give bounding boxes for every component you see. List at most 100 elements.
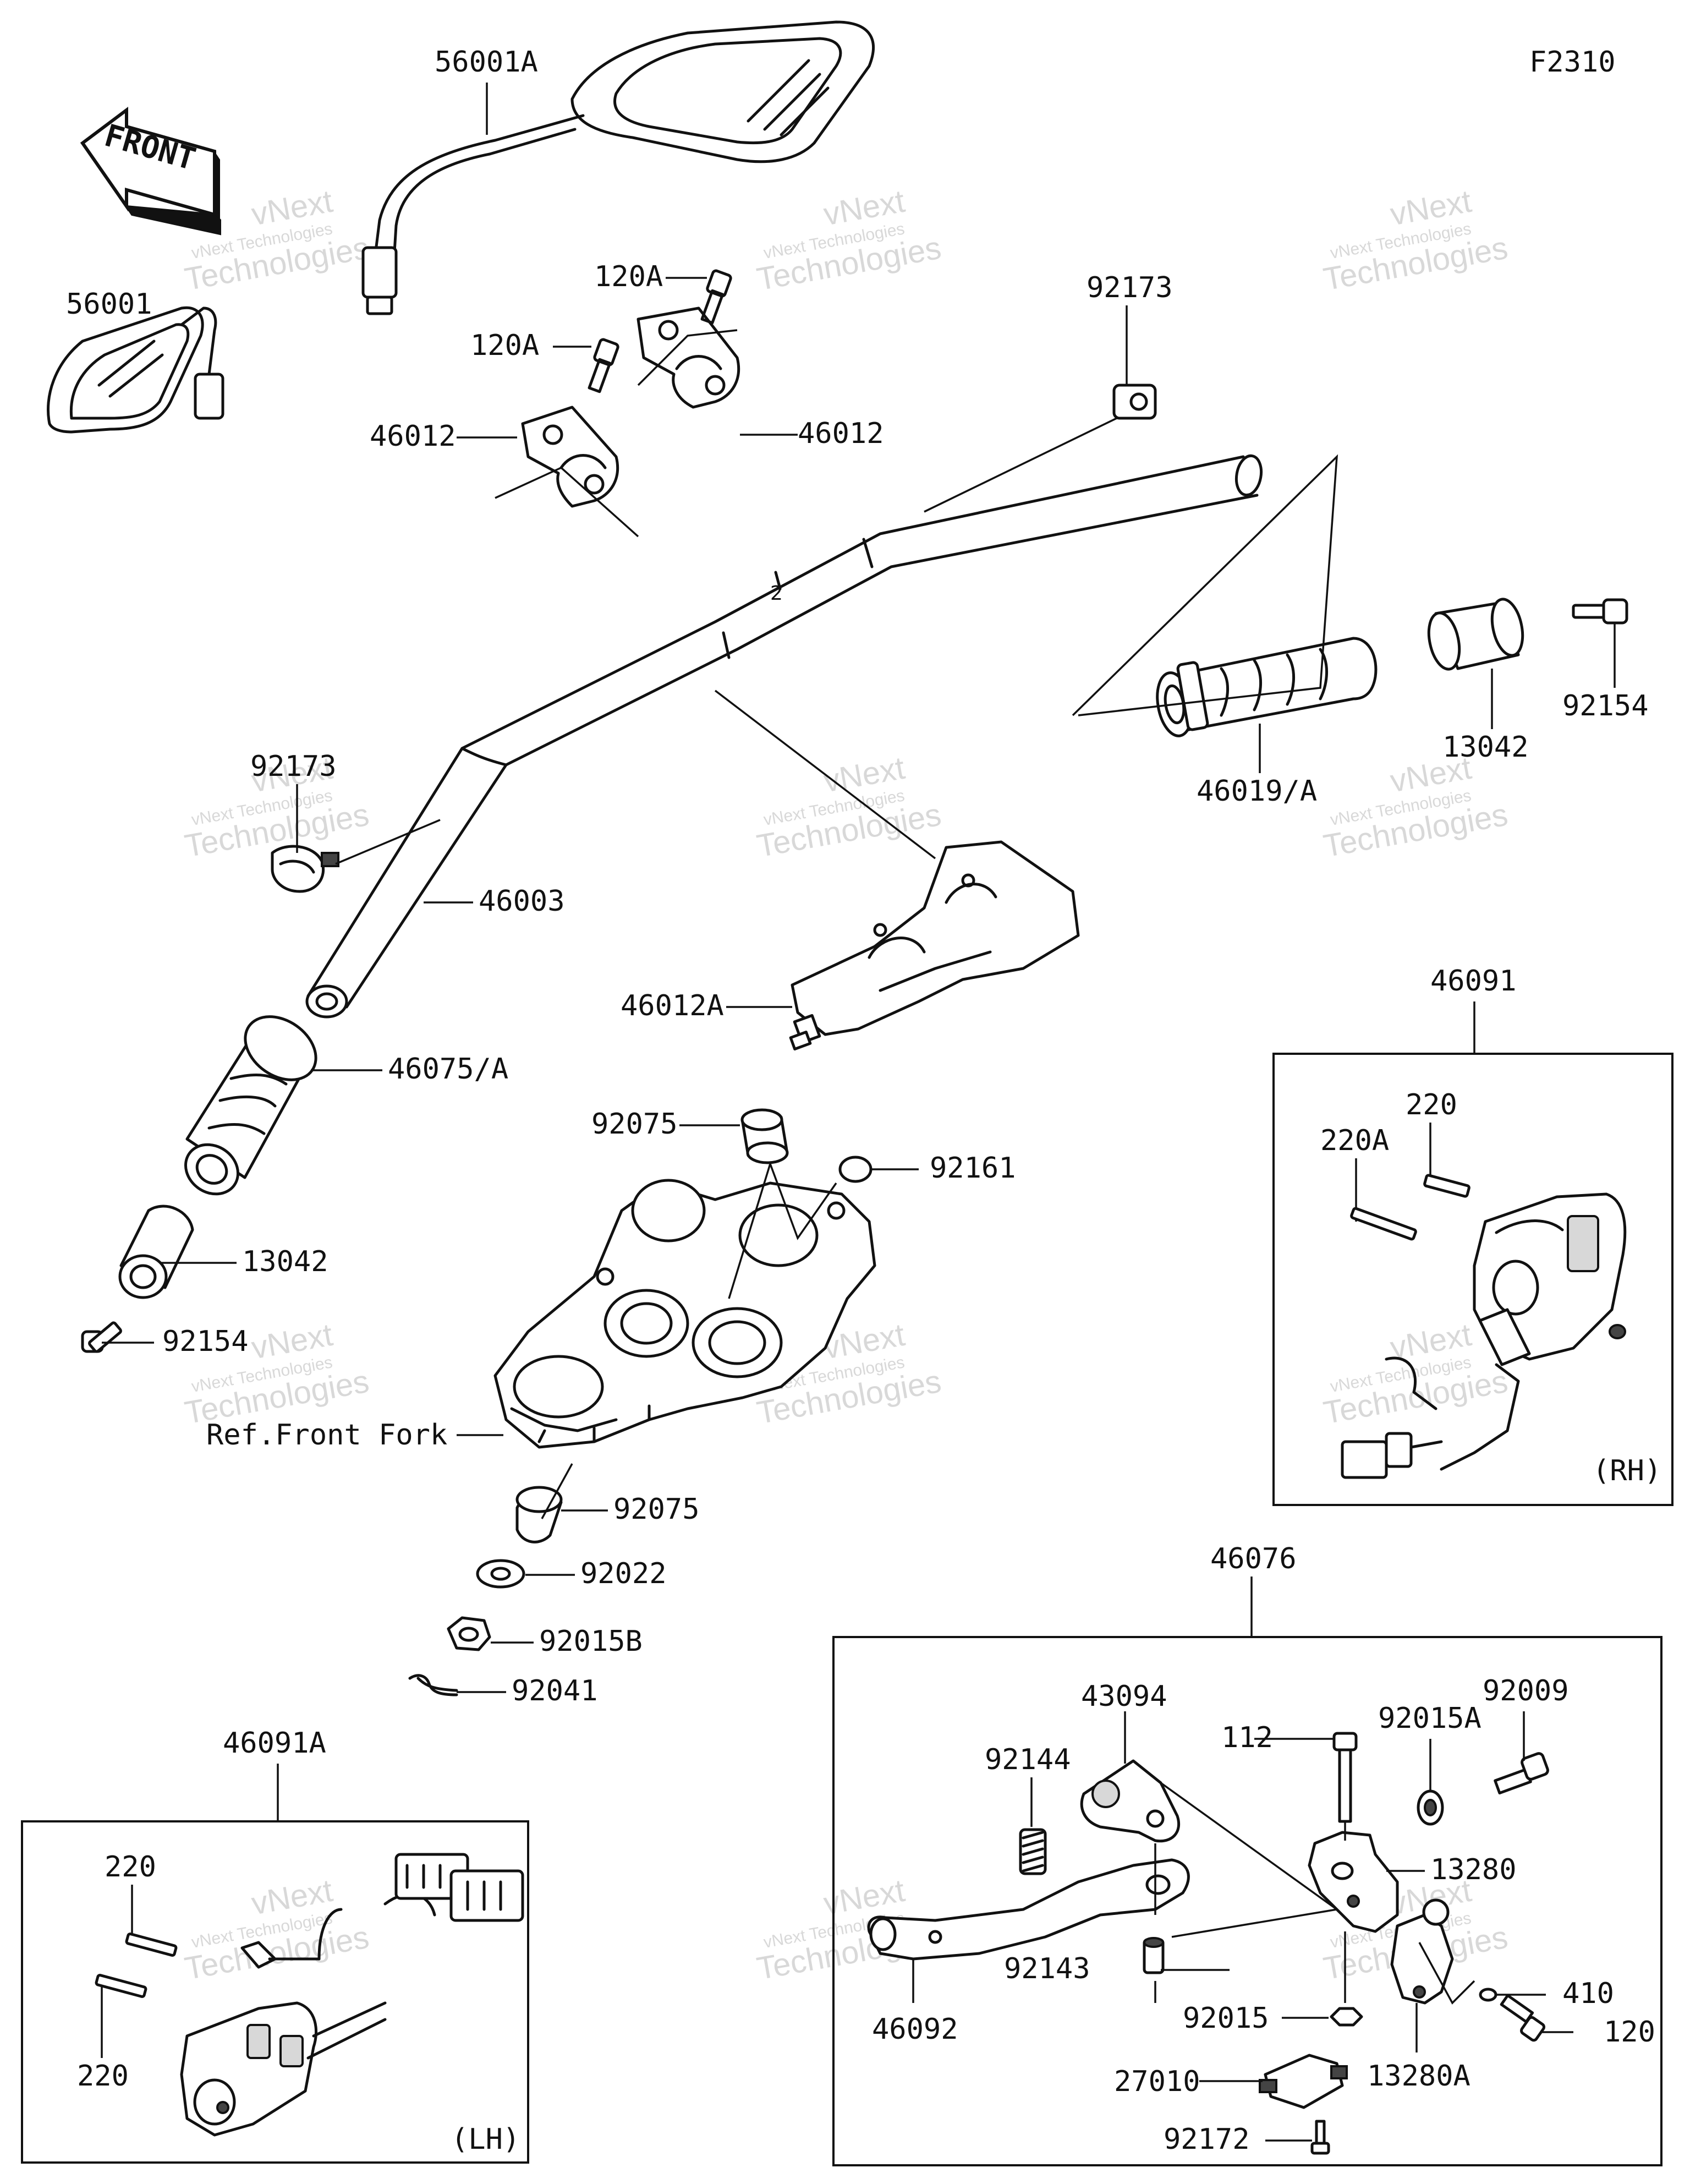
switch-lh-group: 46091A 220 220 (LH): [21, 1727, 529, 2164]
washer-92022: [476, 1559, 525, 1589]
label-weight-left: 13042: [242, 1245, 328, 1278]
label-switch-lh: 46091A: [223, 1727, 326, 1760]
label-holder-right: 46012: [798, 417, 884, 450]
holder-46012a: [789, 840, 1080, 1050]
switch-rh-box: [1272, 1053, 1673, 1506]
label-damper-lower: 92075: [613, 1493, 700, 1526]
label-mirror-right: 56001A: [435, 46, 538, 79]
label-weight-right: 13042: [1442, 731, 1529, 764]
bolt-120a-1: [700, 269, 732, 325]
watermark: vNext vNext Technologies Technologies: [1321, 183, 1511, 298]
lever-assembly-group: 46076: [832, 1542, 1662, 2166]
bracket-13280: [1308, 1831, 1399, 1933]
nut-92015a: [1417, 1789, 1444, 1826]
holder-46012-left: [521, 406, 619, 508]
upper-bracket: [493, 1179, 876, 1449]
switch-rh: [1341, 1174, 1627, 1479]
switch-27010: [1259, 2054, 1348, 2109]
screw-92154-right: [1572, 598, 1628, 625]
label-washer-410: 410: [1562, 1977, 1614, 2010]
cap-92161: [838, 1156, 873, 1183]
label-bracket-13280a: 13280A: [1367, 2060, 1470, 2093]
label-spring: 92144: [985, 1743, 1071, 1776]
label-nut: 92015B: [539, 1625, 643, 1658]
grip-46019a: [1156, 637, 1378, 737]
nut-92015b: [447, 1616, 491, 1651]
screw-92172: [1310, 2120, 1330, 2155]
label-bolt-92009: 92009: [1483, 1674, 1569, 1707]
lever-46092: [867, 1858, 1190, 1961]
label-handlebar: 46003: [479, 885, 565, 918]
label-lever: 46092: [872, 2013, 958, 2046]
label-screw-92172: 92172: [1164, 2123, 1250, 2156]
watermark: vNext vNext Technologies Technologies: [754, 750, 944, 864]
label-lh-screw-a: 220: [105, 1851, 156, 1884]
label-cap: 92161: [930, 1152, 1016, 1185]
weight-13042-left: [118, 1205, 194, 1299]
label-bolt-top2: 120A: [470, 329, 539, 362]
bracket-13280a: [1390, 1898, 1454, 2005]
label-holder-left: 46012: [370, 420, 456, 453]
nut-92015: [1330, 2007, 1363, 2027]
holder-43094: [1080, 1759, 1181, 1843]
label-screw-left: 92154: [162, 1325, 249, 1358]
front-arrow-icon: FRONT: [80, 107, 221, 236]
svg-text:2: 2: [770, 582, 783, 605]
label-bolt-top1: 120A: [594, 260, 663, 293]
collar-92143: [1143, 1937, 1165, 1974]
watermark: vNext vNext Technologies Technologies: [182, 1873, 372, 1987]
switch-lh: [95, 1853, 524, 2137]
mirror-right: [361, 20, 875, 315]
label-nut-92015a: 92015A: [1378, 1702, 1482, 1735]
label-grip-right: 46019/A: [1197, 775, 1317, 808]
bolt-112: [1332, 1732, 1358, 1823]
label-damper-upper: 92075: [591, 1108, 678, 1141]
label-screw-120: 120: [1604, 2016, 1655, 2049]
label-clamp-right: 92173: [1087, 271, 1173, 304]
grip-46075a: [184, 1015, 317, 1196]
part-labels: 56001A 56001 120A 120A 46012 46012 92173…: [66, 46, 1649, 1707]
label-screw-right: 92154: [1562, 689, 1649, 722]
label-holder-43094: 43094: [1081, 1680, 1167, 1713]
clamp-92173-left: [271, 845, 339, 893]
label-rh-screw-a: 220: [1406, 1088, 1457, 1121]
screw-120: [1500, 1994, 1546, 2042]
watermark: vNext vNext Technologies Technologies: [1321, 1317, 1511, 1431]
bolt-92009: [1494, 1752, 1549, 1795]
label-grip-left: 46075/A: [388, 1053, 508, 1086]
label-holder-lower: 46012A: [621, 989, 724, 1022]
label-switch-27010: 27010: [1114, 2065, 1200, 2098]
mirror-left: [47, 306, 224, 434]
label-bracket-13280: 13280: [1430, 1853, 1517, 1886]
label-nut-92015: 92015: [1183, 2002, 1269, 2035]
watermark: vNext vNext Technologies Technologies: [754, 183, 944, 298]
leader-lines: [102, 83, 1616, 1693]
ref-front-fork: Ref.Front Fork: [206, 1419, 447, 1452]
weight-13042-right: [1427, 598, 1524, 671]
label-switch-rh: 46091: [1430, 965, 1517, 998]
label-rh-screw-b: 220A: [1320, 1124, 1389, 1157]
label-pin: 92041: [512, 1674, 598, 1707]
label-lh-side: (LH): [451, 2123, 520, 2156]
spring-92144: [1019, 1828, 1047, 1875]
label-collar: 92143: [1004, 1952, 1090, 1985]
label-clamp-left: 92173: [250, 750, 337, 783]
figure-code: F2310: [1529, 46, 1616, 79]
label-rh-side: (RH): [1593, 1454, 1661, 1487]
label-lever-assy: 46076: [1210, 1542, 1297, 1575]
switch-lh-box: [21, 1820, 529, 2164]
handlebar-46003: 2: [305, 454, 1263, 1019]
damper-92075-upper: [740, 1108, 789, 1164]
label-washer: 92022: [580, 1557, 667, 1590]
switch-rh-group: 46091 220 220A (RH): [1272, 965, 1673, 1506]
washer-410: [1479, 1988, 1497, 2002]
pin-92041: [408, 1674, 458, 1696]
holder-46012-right: [637, 306, 740, 409]
clamp-92173-right: [1112, 384, 1157, 420]
label-bolt-112: 112: [1221, 1721, 1273, 1754]
bolt-120a-2: [588, 338, 619, 393]
screw-92154-left: [81, 1321, 122, 1353]
label-lh-screw-b: 220: [77, 2060, 129, 2093]
lever-assembly-box: [832, 1636, 1662, 2166]
